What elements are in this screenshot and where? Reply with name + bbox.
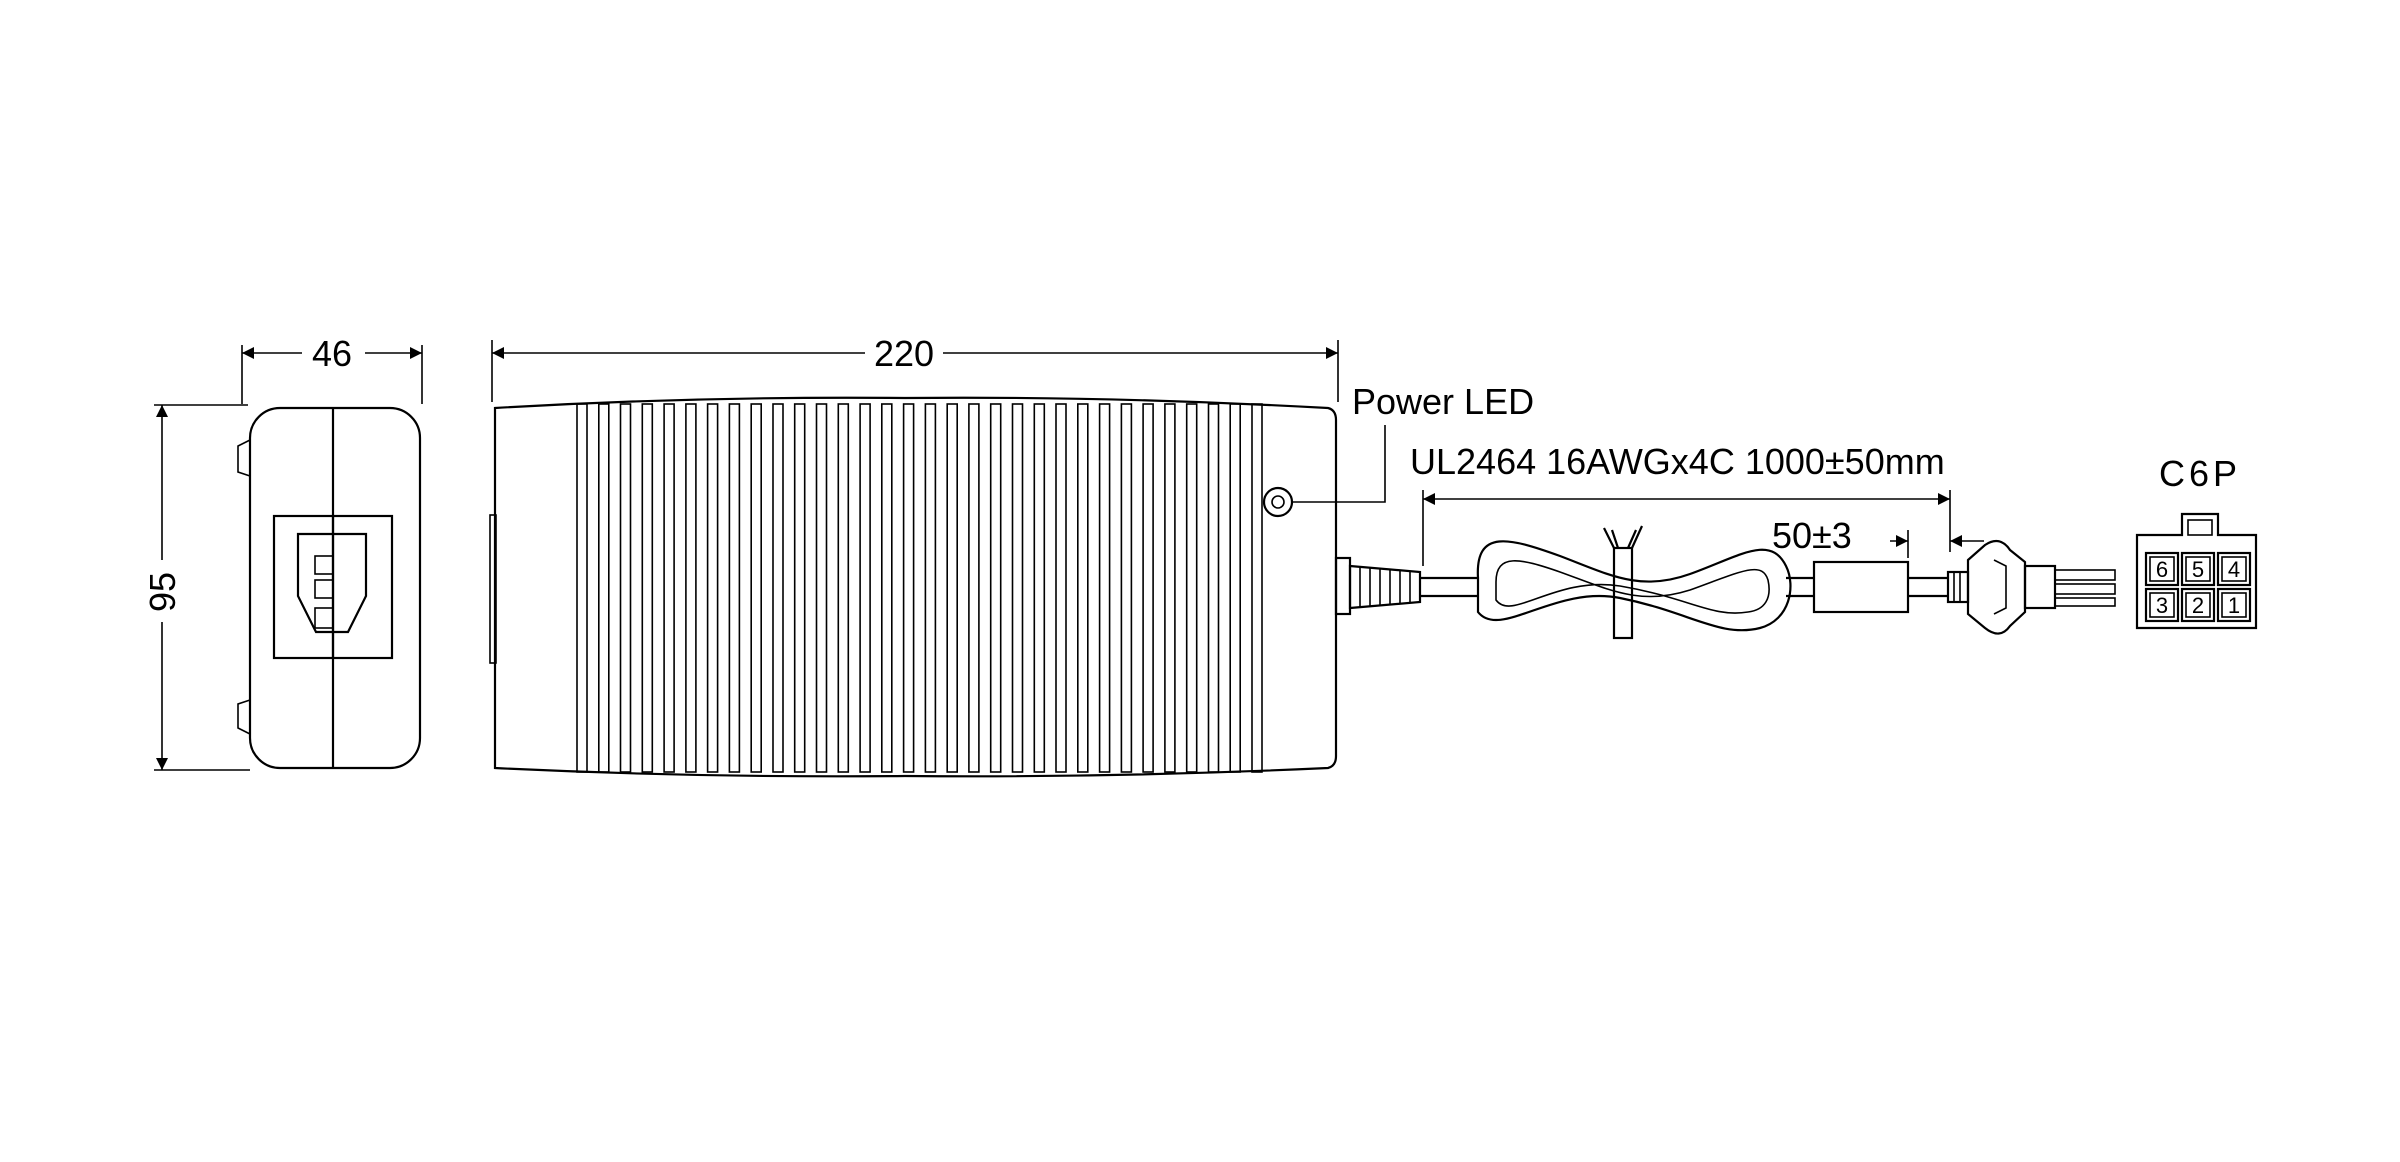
cable-tie: [1603, 525, 1644, 640]
width-dimension: 46: [241, 333, 423, 404]
width-dimension-label: 46: [312, 333, 352, 374]
heatsink-fin: [989, 403, 1002, 773]
height-dimension: 95: [142, 404, 250, 771]
ac-inlet: [272, 514, 394, 660]
connector-pin-cavity: [2180, 587, 2216, 623]
ferrite-core: [1812, 560, 1910, 614]
connector-pin-cavity: [2144, 587, 2180, 623]
cable-length-dimension: UL2464 16AWGx4C 1000±50mm: [1410, 441, 1951, 566]
dc-connector-side: [1966, 539, 2116, 635]
heatsink-fin: [641, 403, 654, 773]
connector-pin-number: 2: [2192, 593, 2204, 618]
heatsink-fin: [1098, 403, 1111, 773]
heatsink-fin: [1077, 403, 1089, 773]
connector-pin-terminal: [2221, 592, 2247, 618]
heatsink-fin: [685, 403, 697, 773]
dc-cable: UL2464 16AWGx4C 1000±50mm 50±3: [1334, 441, 2116, 640]
heatsink-fin: [924, 403, 937, 773]
connector-type-label: C6P: [2159, 453, 2241, 494]
connector-pin-number: 3: [2156, 593, 2168, 618]
heatsink-fin: [619, 403, 632, 773]
heatsink-fin: [1033, 403, 1046, 773]
heatsink-fin: [728, 403, 741, 773]
heatsink-fin: [968, 403, 980, 773]
side-view: 46 95: [142, 333, 423, 771]
height-dimension-label: 95: [142, 572, 183, 612]
power-led-indicator: [1262, 425, 1386, 518]
top-view: Power LED 220: [489, 333, 1534, 778]
heatsink-fin: [815, 403, 828, 773]
connector-pin-number: 6: [2156, 557, 2168, 582]
heatsink-fin: [1142, 403, 1154, 773]
connector-pin-cavity: [2144, 551, 2180, 587]
strain-relief: [1334, 556, 1422, 616]
connector-pin-terminal: [2185, 592, 2211, 618]
heatsink-fin: [859, 403, 871, 773]
heatsink-fin: [1011, 403, 1024, 773]
connector-pin-number: 1: [2228, 593, 2240, 618]
heatsink-fin: [706, 403, 719, 773]
connector-pin-cavity: [2216, 587, 2252, 623]
heatsink-fin: [837, 403, 850, 773]
connector-tail-dimension: 50±3: [1772, 515, 1984, 558]
connector-pin-terminal: [2221, 556, 2247, 582]
connector-pin-cavity: [2216, 551, 2252, 587]
connector-front-body: [2135, 512, 2258, 630]
power-led-label: Power LED: [1352, 381, 1534, 422]
heatsink-fin: [597, 403, 610, 773]
heatsink-fin: [1229, 403, 1241, 773]
connector-pin-number: 4: [2228, 557, 2240, 582]
heatsink-fin: [946, 403, 959, 773]
heatsink-fin: [1185, 403, 1198, 773]
connector-pin-terminal: [2185, 556, 2211, 582]
heatsink-fin: [1120, 403, 1133, 773]
connector-pin-terminal: [2149, 556, 2175, 582]
heatsink-fin: [772, 403, 784, 773]
heatsink-fins: [576, 403, 1263, 773]
heatsink-fin: [663, 403, 675, 773]
length-dimension: 220: [491, 333, 1339, 402]
heatsink-fin: [576, 403, 588, 773]
top-view-body: [493, 396, 1338, 778]
heatsink-fin: [1164, 403, 1176, 773]
heatsink-fin: [1251, 403, 1263, 773]
connector-pin-terminal: [2149, 592, 2175, 618]
cable-spec-label: UL2464 16AWGx4C 1000±50mm: [1410, 441, 1945, 482]
connector-pin-cavity: [2180, 551, 2216, 587]
heatsink-fin: [1207, 403, 1220, 773]
heatsink-fin: [793, 403, 806, 773]
heatsink-fin: [750, 403, 763, 773]
side-view-body: [248, 406, 422, 770]
heatsink-fin: [902, 403, 915, 773]
heatsink-fin: [880, 403, 893, 773]
length-dimension-label: 220: [874, 333, 934, 374]
connector-pin-number: 5: [2192, 557, 2204, 582]
cable-coil: [1476, 525, 1792, 640]
heatsink-fin: [1055, 403, 1067, 773]
connector-tail-label: 50±3: [1772, 515, 1852, 556]
